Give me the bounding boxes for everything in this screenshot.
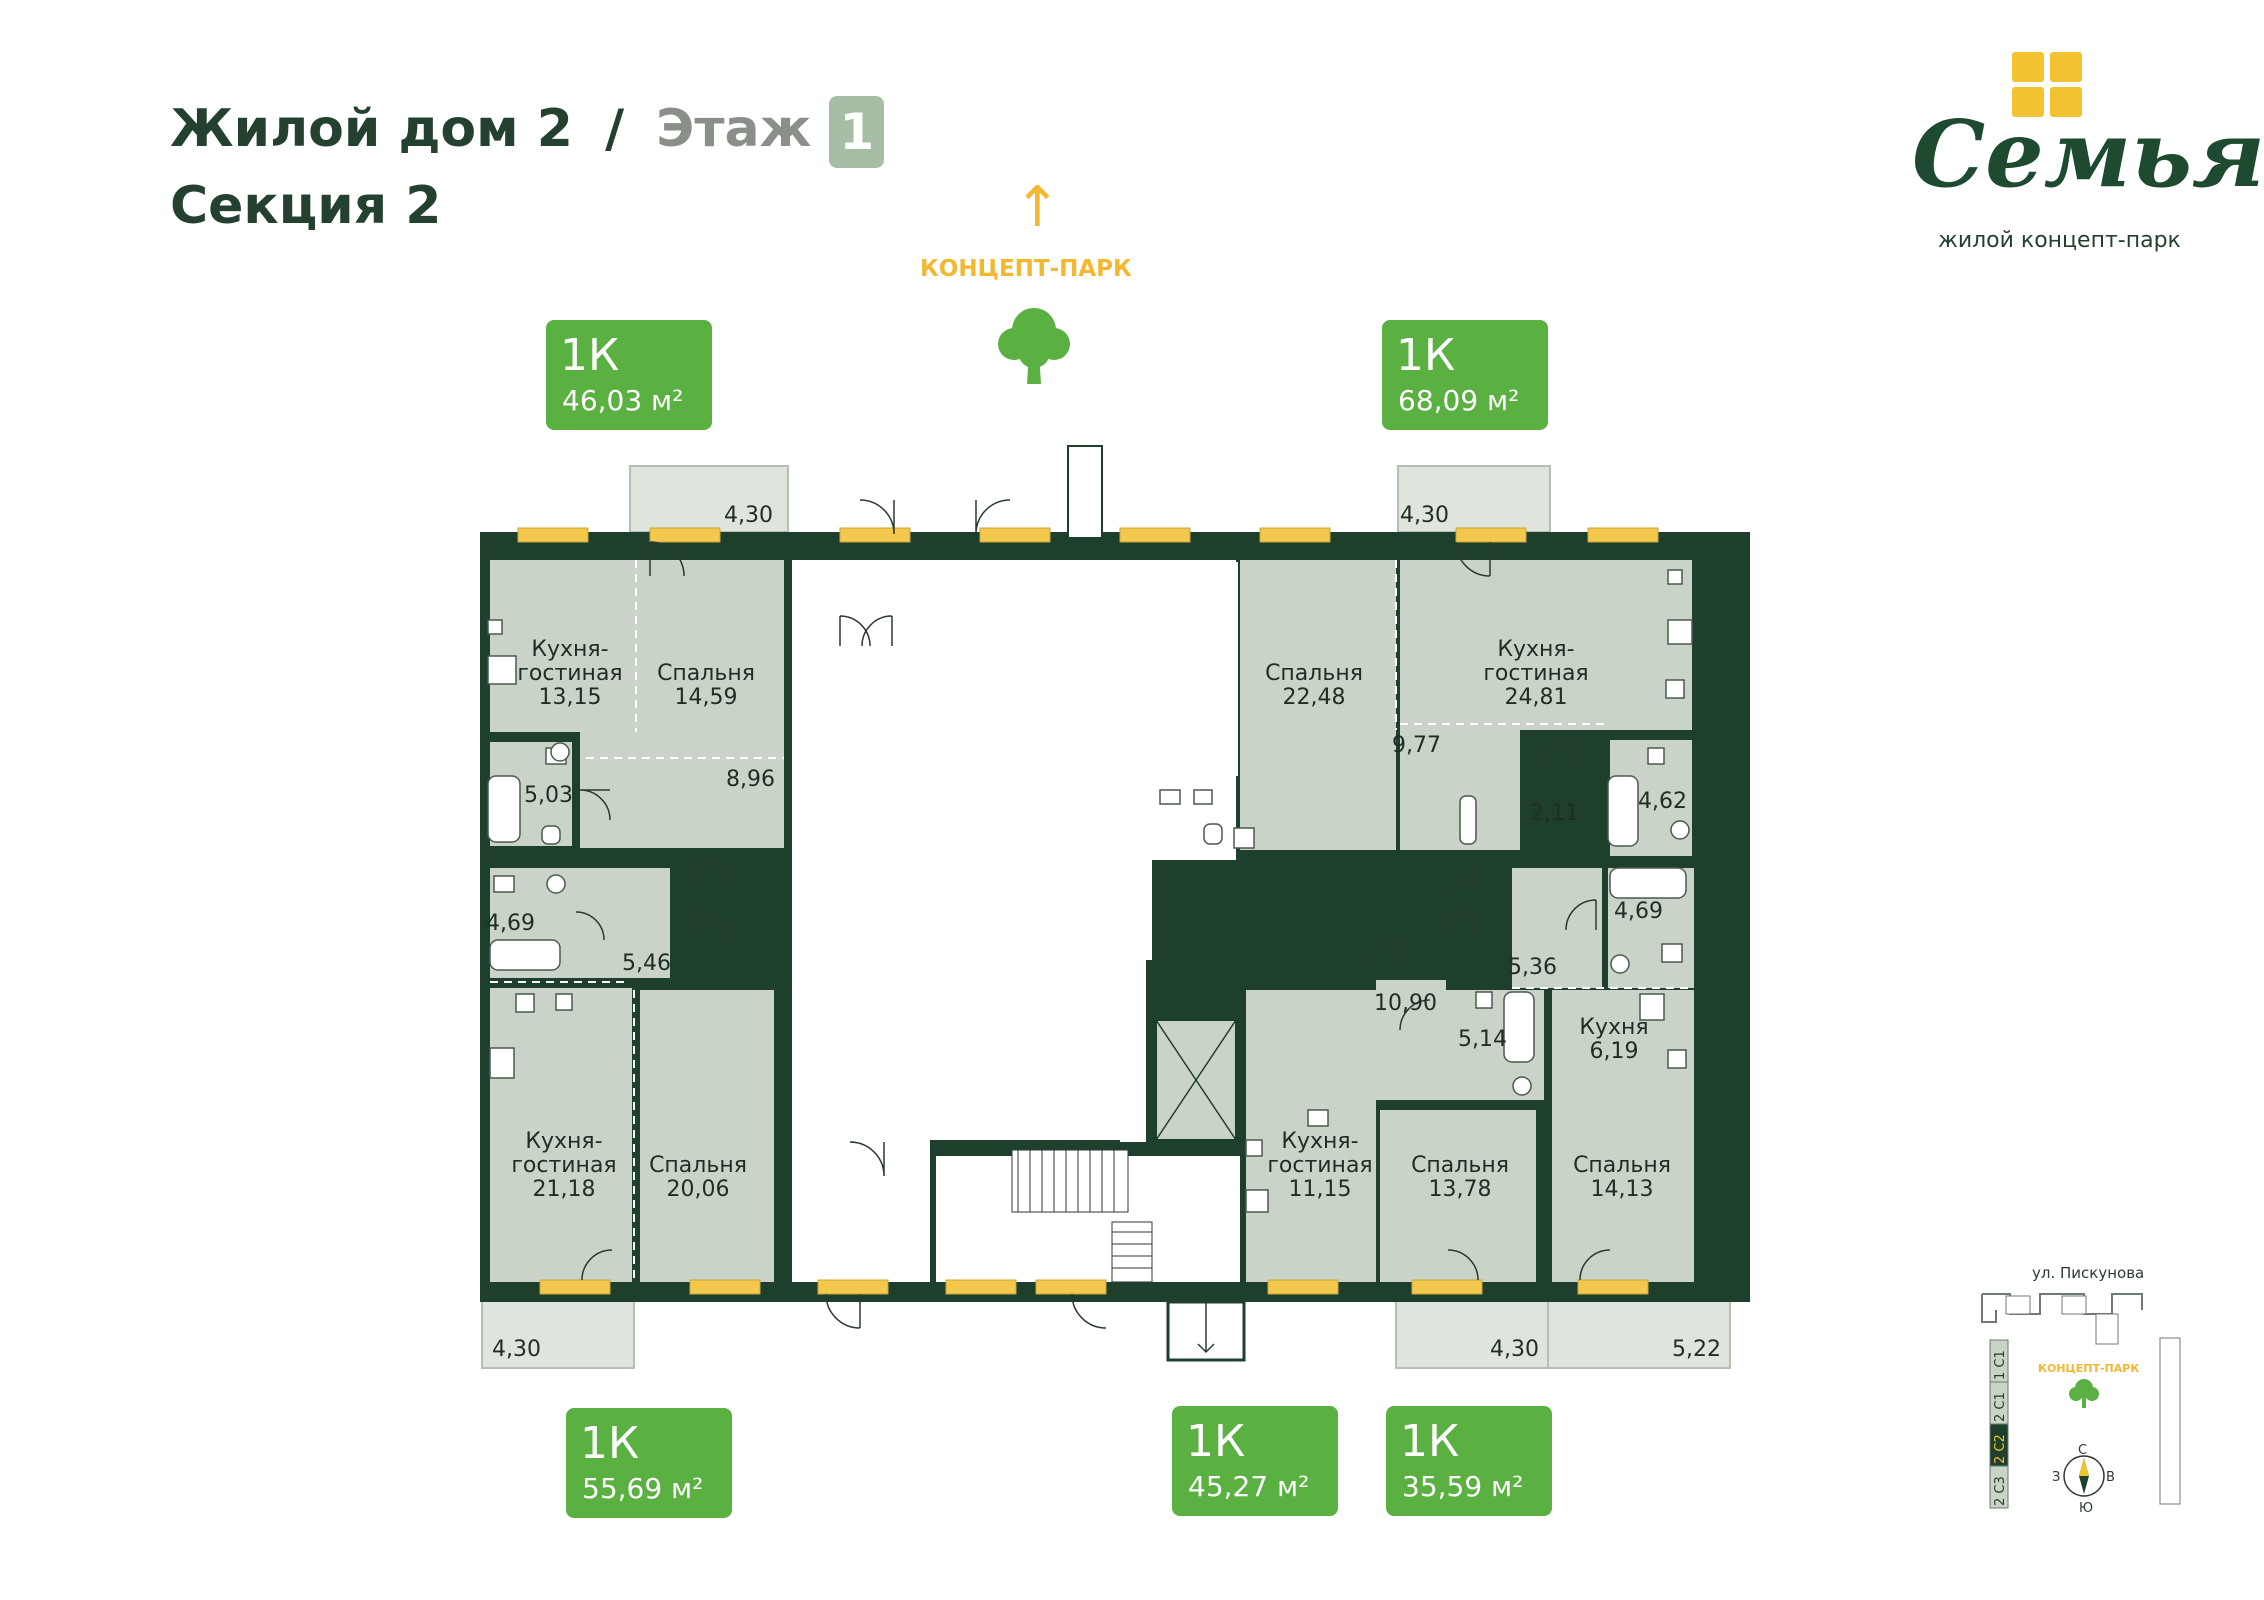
a1-bedroom-area: 14,59: [675, 685, 738, 710]
minimap-park-label: КОНЦЕПТ-ПАРК: [2038, 1362, 2139, 1375]
compass-east: В: [2106, 1470, 2115, 1485]
apartment-type: 1К: [1396, 330, 1456, 381]
balcony-a1[interactable]: [629, 465, 789, 533]
a2-bath-area: 4,62: [1638, 789, 1687, 814]
a5-balcony-area: 5,22: [1672, 1337, 1721, 1362]
building-name: Жилой дом 2: [170, 99, 573, 159]
tree-icon: [996, 302, 1072, 392]
compass-icon: [2063, 1455, 2105, 1497]
apartment-tag-55[interactable]: 1К 55,69 м²: [566, 1408, 732, 1518]
a2-bedroom-label: Спальня: [1265, 661, 1363, 686]
a4-kitchen-area: 11,15: [1289, 1177, 1352, 1202]
a5-kitchen-area: 6,19: [1590, 1039, 1639, 1064]
a1-balcony-area: 4,30: [724, 503, 773, 528]
a2-kitchen-area: 24,81: [1505, 685, 1568, 710]
minimap-section-2c3: 2 С3: [1993, 1476, 2008, 1506]
apartment-area: 68,09 м²: [1398, 384, 1520, 417]
a2-hall-area: 9,77: [1392, 733, 1441, 758]
a5-kitchen-label: Кухня: [1579, 1015, 1648, 1040]
apartment-a2[interactable]: [1240, 560, 1692, 856]
apartment-type: 1К: [1400, 1416, 1460, 1467]
a5-bedroom-area: 14,13: [1591, 1177, 1654, 1202]
a4-bedroom-label: Спальня: [1411, 1153, 1509, 1178]
a3-bath-area: 4,69: [486, 911, 535, 936]
a4-balcony-area: 4,30: [1490, 1337, 1539, 1362]
a1-kitchen-label: Кухня-: [531, 637, 608, 662]
a5-bath-area: 4,69: [1614, 899, 1663, 924]
minimap-street: ул. Пискунова: [2032, 1264, 2144, 1282]
staircase: [1011, 1149, 1153, 1283]
a1-kitchen-area: 13,15: [539, 685, 602, 710]
a1-bedroom-label: Спальня: [657, 661, 755, 686]
a3-bedroom-area: 20,06: [667, 1177, 730, 1202]
balcony-a3[interactable]: [481, 1299, 635, 1369]
a1-kitchen-label-2: гостиная: [517, 661, 622, 686]
location-minimap[interactable]: ул. Пискунова 2 С3 2 С2 2 С1 1 С1 КОНЦЕП…: [1956, 1264, 2184, 1528]
a2-balcony-area: 4,30: [1400, 503, 1449, 528]
a4-kitchen-label: Кухня-: [1281, 1129, 1358, 1154]
apartment-tag-45[interactable]: 1К 45,27 м²: [1172, 1406, 1338, 1516]
title-separator: /: [605, 99, 625, 159]
minimap-section-2c1: 2 С1: [1993, 1392, 2008, 1422]
a4-hall-area: 10,90: [1374, 991, 1437, 1016]
compass-west: З: [2052, 1470, 2060, 1485]
a4-bath-area: 5,14: [1458, 1027, 1507, 1052]
minimap-section-1c1: 1 С1: [1993, 1350, 2008, 1380]
apartment-area: 45,27 м²: [1188, 1470, 1310, 1503]
a3-balcony-area: 4,30: [492, 1337, 541, 1362]
section-title: Секция 2: [170, 176, 442, 236]
a3-kitchen-label: Кухня-: [525, 1129, 602, 1154]
a2-kitchen-label: Кухня-: [1497, 637, 1574, 662]
a5-bedroom-label: Спальня: [1573, 1153, 1671, 1178]
apartment-a3[interactable]: [490, 868, 774, 1282]
a5-hall-area: 5,36: [1508, 955, 1557, 980]
apartment-type: 1К: [580, 1418, 640, 1469]
compass-north: С: [2078, 1443, 2087, 1458]
minimap-section-2c2: 2 С2: [1993, 1434, 2008, 1464]
apartment-area: 46,03 м²: [562, 384, 684, 417]
arrow-up-icon: ↑: [1014, 175, 1061, 240]
apartment-tag-46[interactable]: 1К 46,03 м²: [546, 320, 712, 430]
compass-south: Ю: [2079, 1501, 2093, 1516]
balcony-a5[interactable]: [1547, 1299, 1731, 1369]
a2-bedroom-area: 22,48: [1283, 685, 1346, 710]
a1-bath-area: 5,03: [524, 783, 573, 808]
brand-tagline: жилой концепт-парк: [1938, 228, 2181, 253]
brand-logo-icon: [2012, 52, 2084, 122]
a3-kitchen-area: 21,18: [533, 1177, 596, 1202]
a2-wc-area: 2,11: [1530, 801, 1579, 826]
a3-bedroom-label: Спальня: [649, 1153, 747, 1178]
floor-number-badge[interactable]: 1: [829, 96, 885, 168]
floor-label: Этаж: [656, 99, 812, 159]
park-label: КОНЦЕПТ-ПАРК: [920, 256, 1132, 282]
balcony-a2[interactable]: [1397, 465, 1551, 533]
apartment-tag-68[interactable]: 1К 68,09 м²: [1382, 320, 1548, 430]
apartment-type: 1К: [560, 330, 620, 381]
a4-bedroom-area: 13,78: [1429, 1177, 1492, 1202]
a2-kitchen-label-2: гостиная: [1483, 661, 1588, 686]
a4-kitchen-label-2: гостиная: [1267, 1153, 1372, 1178]
page-title: Жилой дом 2 / Этаж 1: [170, 96, 885, 168]
a3-hall-area: 5,46: [622, 951, 671, 976]
apartment-tag-35[interactable]: 1К 35,59 м²: [1386, 1406, 1552, 1516]
brand-name: Семья: [1912, 100, 2264, 208]
apartment-area: 35,59 м²: [1402, 1470, 1524, 1503]
minimap-tree-icon: [2069, 1379, 2099, 1408]
balcony-a4[interactable]: [1395, 1299, 1549, 1369]
a3-kitchen-label-2: гостиная: [511, 1153, 616, 1178]
apartment-area: 55,69 м²: [582, 1472, 704, 1505]
a1-hall-area: 8,96: [726, 767, 775, 792]
apartment-a4[interactable]: [1246, 980, 1544, 1282]
apartment-type: 1К: [1186, 1416, 1246, 1467]
